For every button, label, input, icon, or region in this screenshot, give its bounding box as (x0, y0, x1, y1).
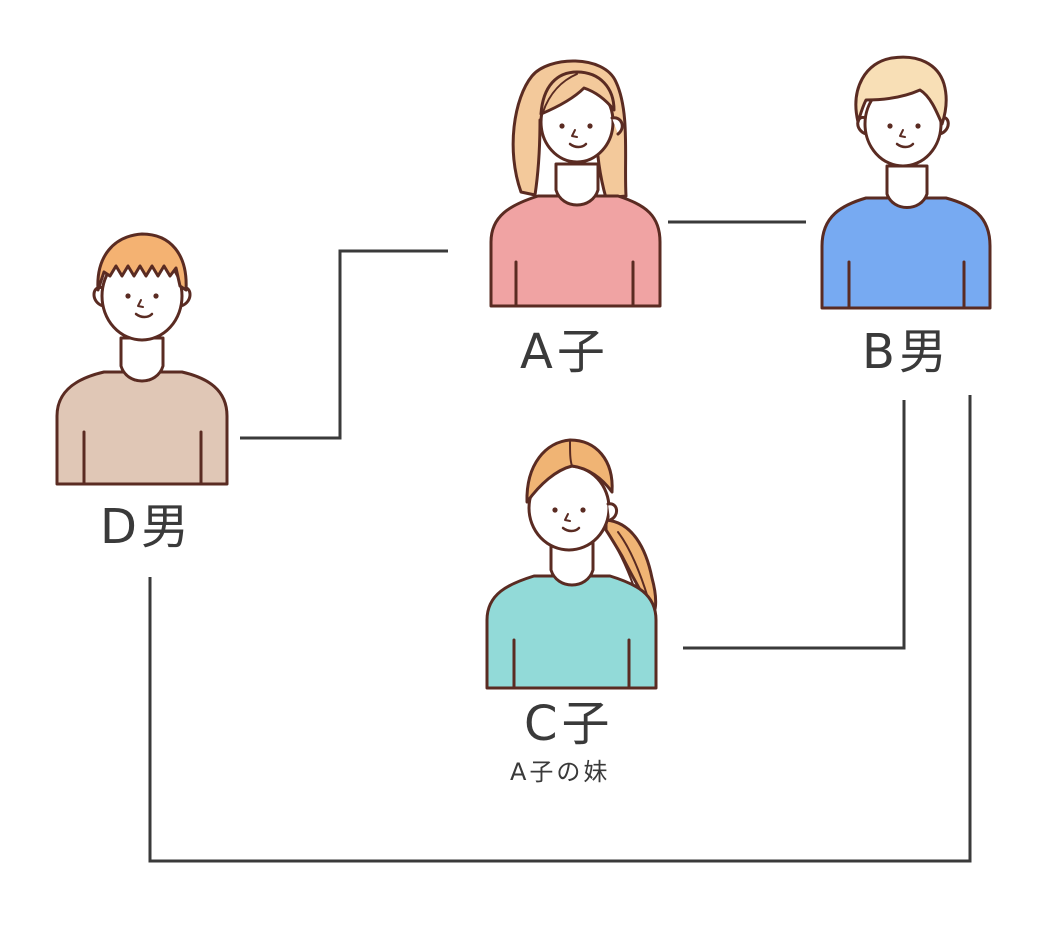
connector-lines (148, 220, 972, 863)
person-b-illustration (820, 55, 992, 310)
person-c-illustration (485, 438, 658, 690)
label-c-note: A子の妹 (510, 758, 611, 786)
connector-d-a (240, 249, 448, 440)
label-b: B男 (862, 324, 951, 380)
person-a-illustration (489, 59, 662, 308)
person-d-illustration (55, 232, 229, 486)
connector-d-b (148, 395, 972, 863)
label-c: C子 (524, 696, 614, 752)
label-a: A子 (520, 324, 609, 380)
label-d: D男 (100, 499, 193, 555)
connector-b-c (683, 400, 906, 650)
